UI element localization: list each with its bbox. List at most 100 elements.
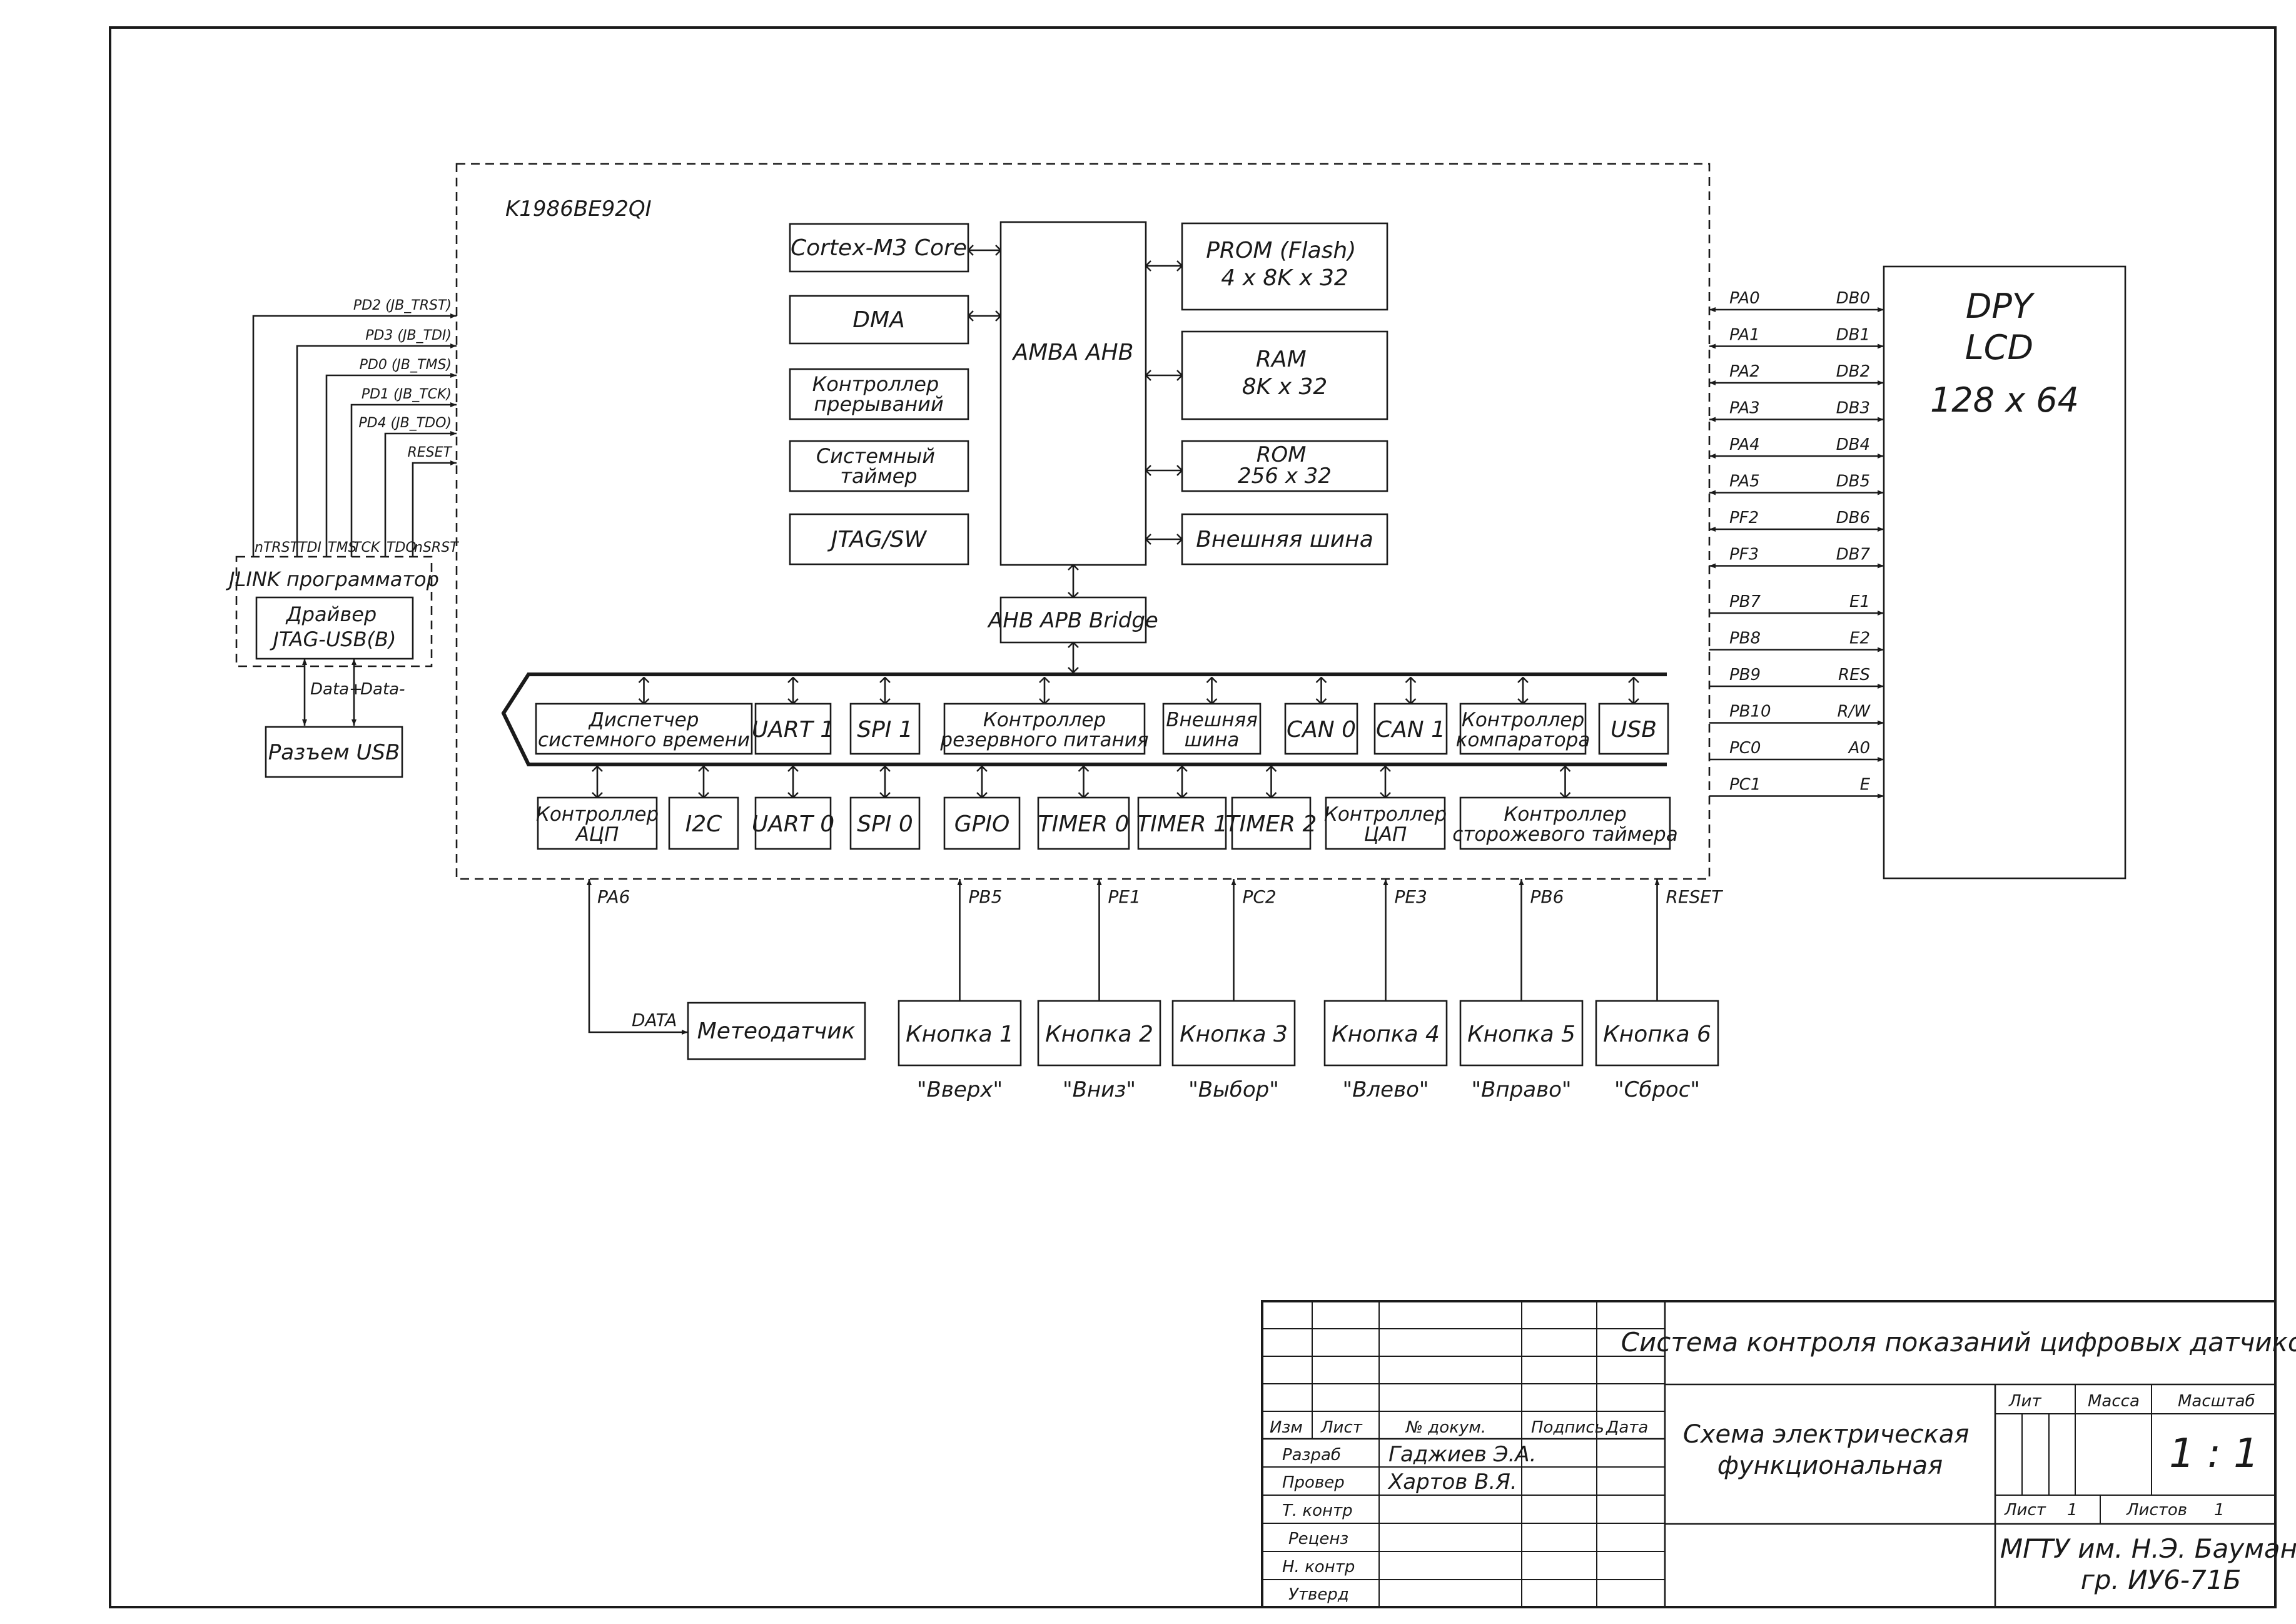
apb-top-5-label-line: CAN 0: [1287, 717, 1356, 743]
lcd-port-label-pf2: PF2: [1729, 509, 1759, 527]
tb-header-doc: № докум.: [1405, 1418, 1486, 1437]
apb-top-7-label-line: компаратора: [1456, 729, 1591, 751]
tb-header-sign: Подпись: [1531, 1418, 1604, 1437]
button-2[interactable]: Кнопка 2: [1037, 1000, 1161, 1067]
memory-block-ram-label: RAM 8K x 32: [1242, 347, 1328, 400]
apb-top-0-label-line: Диспетчер: [588, 709, 699, 731]
lcd-port-label-pb10: PB10: [1729, 703, 1771, 721]
ram-line2: 8K x 32: [1242, 374, 1328, 400]
jtag-line-0: [252, 313, 457, 557]
apb-bottom-5-label-line: TIMER 0: [1038, 811, 1130, 837]
usb-data-plus-label: Data+: [310, 680, 363, 699]
apb-top-8-label: USB: [1611, 717, 1657, 743]
weather-sensor[interactable]: Метеодатчик: [687, 1002, 866, 1060]
chip-boundary: [455, 163, 1711, 880]
jtag-pin-label-4: TDO: [387, 540, 417, 556]
button-1[interactable]: Кнопка 1: [898, 1000, 1022, 1067]
lcd-line2: LCD: [1965, 328, 2033, 367]
apb-top-4-label-line: шина: [1185, 729, 1240, 751]
apb-bottom-5-block[interactable]: TIMER 0: [1037, 796, 1130, 850]
memory-block-extbus[interactable]: Внешняя шина: [1181, 513, 1388, 566]
button-6[interactable]: Кнопка 6: [1595, 1000, 1719, 1067]
apb-top-2-label: SPI 1: [857, 717, 913, 743]
core-block-systick-label: Системный таймер: [816, 444, 941, 488]
memory-block-rom[interactable]: ROM 256 x 32: [1181, 440, 1388, 492]
drawing-frame: [109, 26, 2277, 1608]
jtag-line-4: [384, 431, 457, 557]
jlink-programmer-label: JLINK программатор: [225, 567, 439, 591]
core-block-jtag[interactable]: JTAG/SW: [789, 513, 969, 566]
apb-bottom-2-block[interactable]: UART 0: [752, 796, 834, 850]
apb-bottom-1-block[interactable]: I2C: [668, 796, 739, 850]
org-line1: МГТУ им. Н.Э. Баумана: [2000, 1533, 2296, 1564]
apb-bottom-6-block[interactable]: TIMER 1: [1136, 796, 1228, 850]
apb-top-5-block[interactable]: CAN 0: [1284, 703, 1358, 755]
core-block-dma[interactable]: DMA: [789, 295, 969, 345]
core-blocks: Cortex-M3 Core DMA Контроллер прерываний…: [789, 223, 969, 566]
apb-bottom-1-label-line: I2C: [685, 811, 723, 837]
memory-block-flash[interactable]: PROM (Flash) 4 x 8K x 32: [1181, 222, 1388, 311]
jtag-usb-driver[interactable]: Драйвер JTAG-USB(B): [255, 596, 414, 660]
lcd-port-label-pc1: PC1: [1729, 776, 1761, 794]
apb-bottom-7-block[interactable]: TIMER 2: [1226, 796, 1317, 850]
interrupts-line2: прерываний: [814, 392, 943, 416]
button-label-1: Кнопка 2: [1045, 1022, 1153, 1047]
apb-bottom-1-label: I2C: [685, 811, 723, 837]
lcd-port-label-pb7: PB7: [1729, 592, 1761, 611]
button-label-3: Кнопка 4: [1332, 1022, 1440, 1047]
button-caption-5: "Сброс": [1614, 1077, 1700, 1102]
apb-top-1-block[interactable]: UART 1: [752, 703, 834, 755]
driver-line2: JTAG-USB(B): [270, 627, 397, 651]
apb-top-2-block[interactable]: SPI 1: [849, 703, 921, 755]
memory-block-ram[interactable]: RAM 8K x 32: [1181, 330, 1388, 420]
jtag-usb-driver-label: Драйвер JTAG-USB(B): [270, 602, 397, 651]
ahb-bus-label: AMBA AHB: [1012, 340, 1134, 365]
ram-line1: RAM: [1256, 347, 1307, 372]
apb-bottom-5-label: TIMER 0: [1038, 811, 1130, 837]
lcd-port-label-pb8: PB8: [1729, 629, 1761, 648]
apb-bottom-7-label-line: TIMER 2: [1226, 811, 1317, 837]
jtag-line-1: [296, 343, 457, 557]
apb-top-7-label-line: Контроллер: [1462, 709, 1584, 731]
tb-role-2: Т. контр: [1282, 1501, 1353, 1520]
lcd-pin-label-a0: A0: [1848, 739, 1870, 758]
core-block-interrupts[interactable]: Контроллер прерываний: [789, 368, 969, 420]
apb-top-8-block[interactable]: USB: [1598, 703, 1669, 755]
tb-role-4: Н. контр: [1282, 1558, 1355, 1576]
button-5[interactable]: Кнопка 5: [1459, 1000, 1584, 1067]
jtag-line-label-5: RESET: [408, 445, 453, 460]
systick-line2: таймер: [840, 464, 917, 488]
apb-bottom-3-block[interactable]: SPI 0: [849, 796, 921, 850]
button-4[interactable]: Кнопка 4: [1323, 1000, 1448, 1067]
lcd-pin-label-e: E: [1860, 776, 1871, 794]
title-block: Система контроля показаний цифровых датч…: [1261, 1300, 2296, 1608]
ahb-bus[interactable]: AMBA AHB: [999, 221, 1147, 566]
lcd-pin-label-db3: DB3: [1836, 399, 1870, 418]
jtag-pin-label-3: TCK: [353, 540, 381, 556]
memory-blocks: PROM (Flash) 4 x 8K x 32 RAM 8K x 32 ROM…: [1181, 222, 1388, 566]
core-block-cortex[interactable]: Cortex-M3 Core: [789, 223, 969, 273]
usb-data-minus-label: Data-: [360, 680, 405, 699]
button-3[interactable]: Кнопка 3: [1171, 1000, 1296, 1067]
lcd-pin-label-db4: DB4: [1836, 435, 1870, 454]
ahb-apb-bridge[interactable]: AHB APB Bridge: [987, 596, 1158, 644]
lcd-display[interactable]: DPY LCD 128 x 64: [1883, 265, 2127, 880]
tb-header-izm: Изм: [1270, 1418, 1303, 1437]
sensor-data-line: [587, 879, 688, 1035]
core-block-systick[interactable]: Системный таймер: [789, 440, 969, 492]
apb-bottom-4-block[interactable]: GPIO: [943, 796, 1021, 850]
apb-bottom-4-label-line: GPIO: [954, 811, 1010, 837]
jtag-line-label-3: PD1 (JB_TCK): [362, 387, 452, 402]
usb-connector[interactable]: Разъем USB: [265, 726, 403, 778]
apb-top-6-block[interactable]: CAN 1: [1373, 703, 1448, 755]
lcd-pin-label-r-w: R/W: [1837, 703, 1871, 721]
